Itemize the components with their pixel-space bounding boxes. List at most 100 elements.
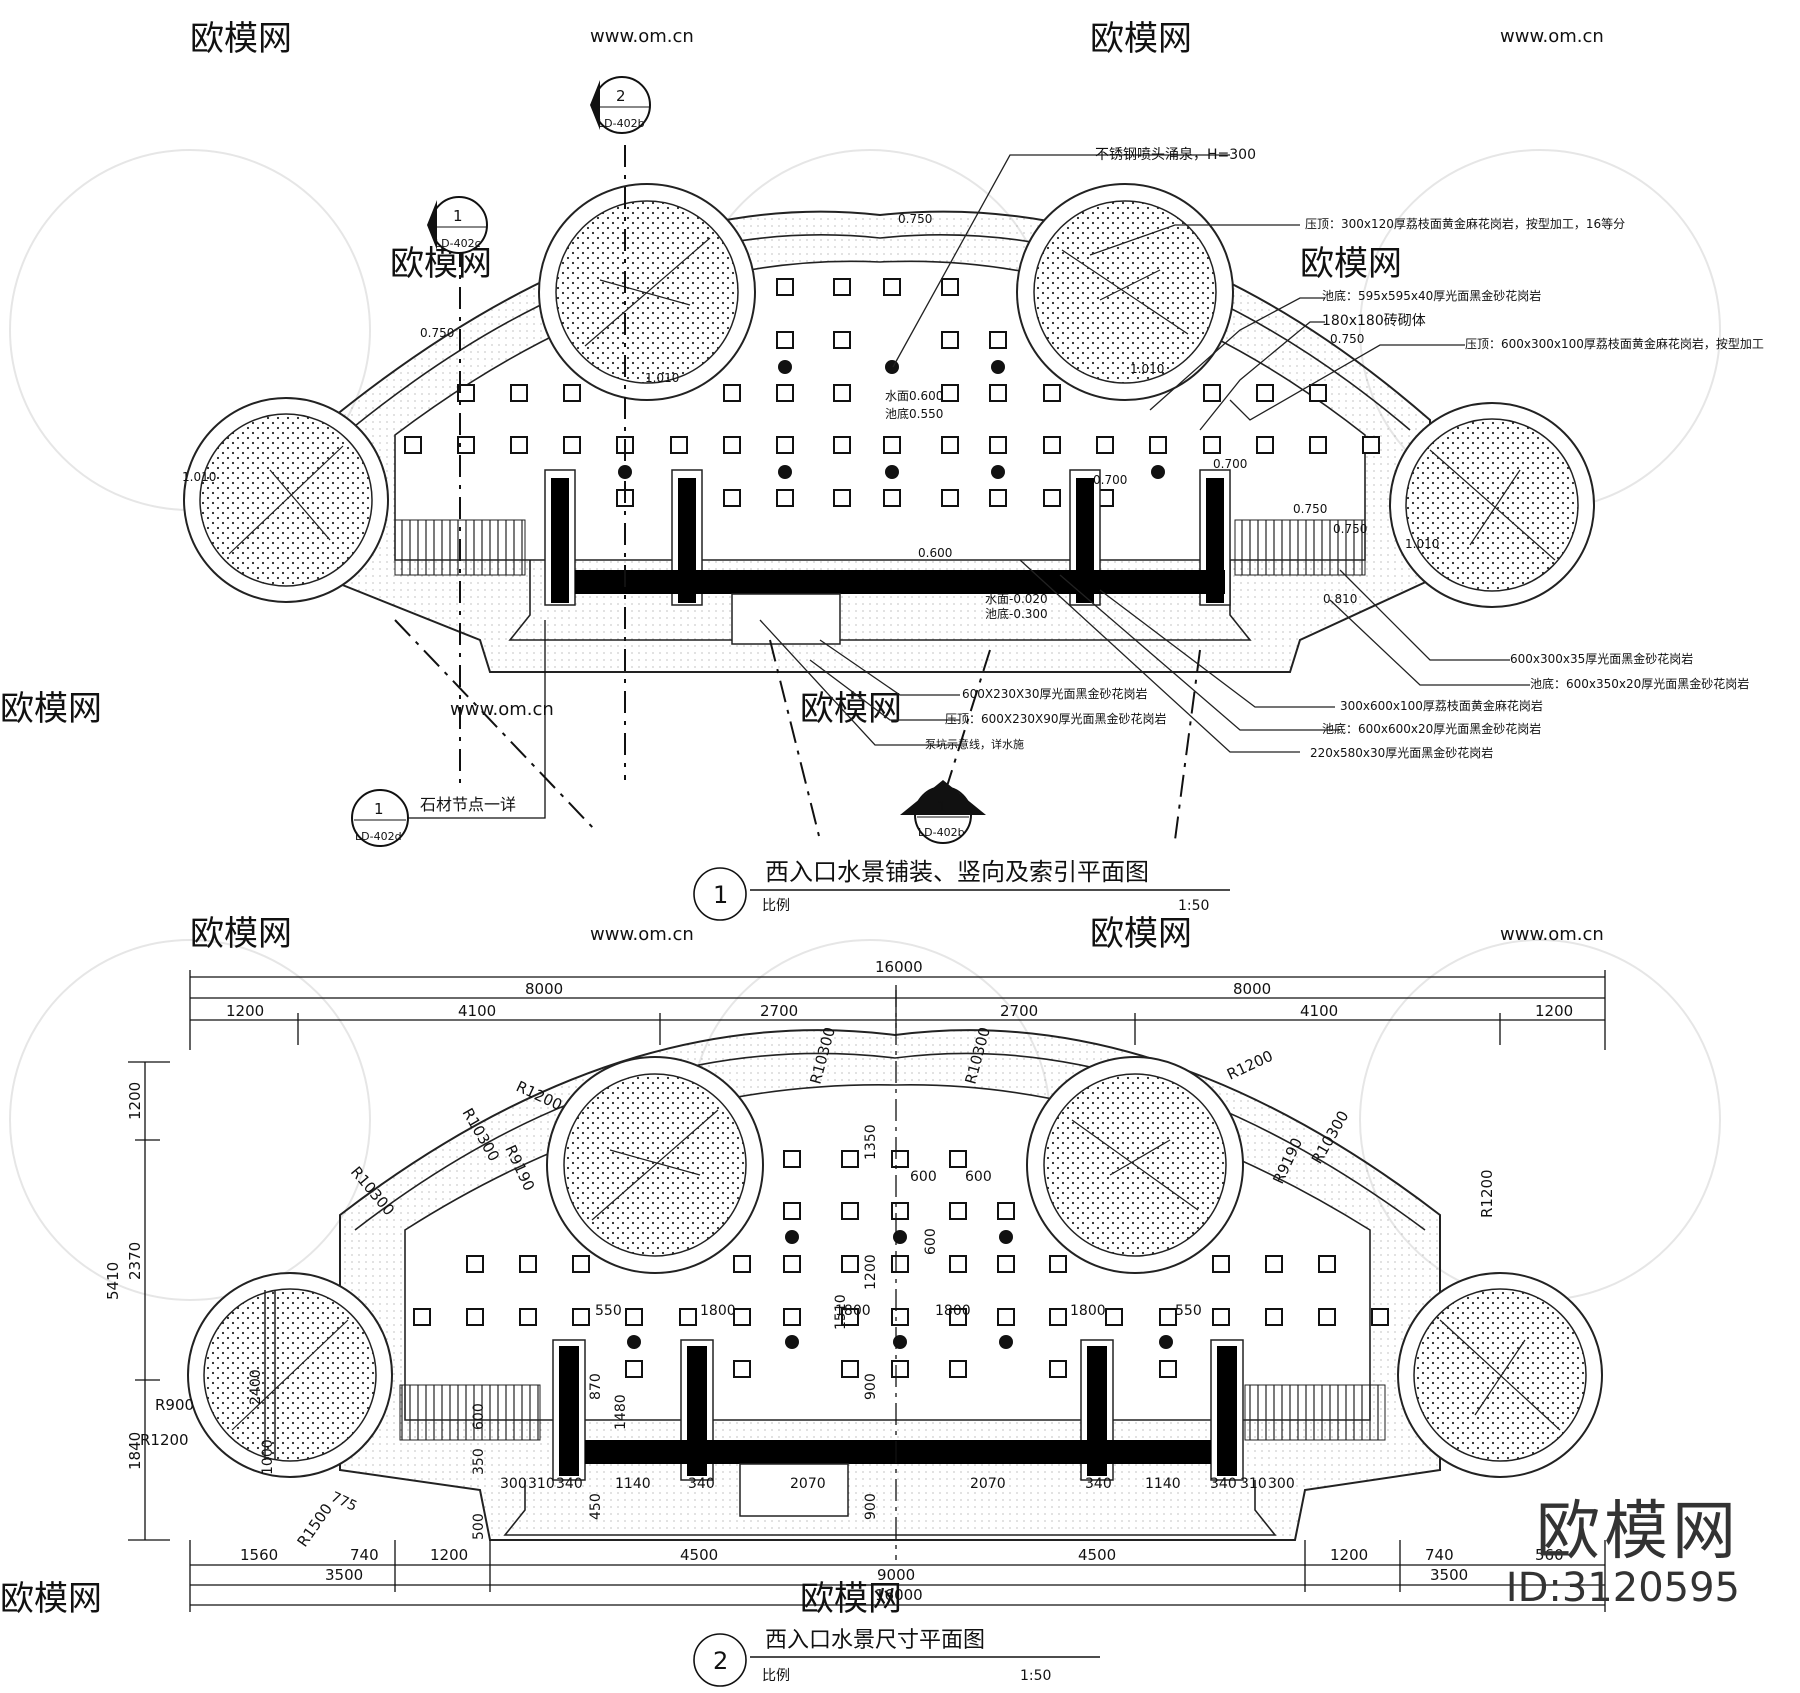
index-symbol-1-ldc: 1 LD-402c: [427, 196, 488, 254]
planter-top-mid-left: [538, 183, 756, 401]
stone-node-note: 石材节点一详: [420, 795, 516, 814]
top-scale-label: 比例: [762, 898, 790, 914]
svg-text:0.700: 0.700: [1213, 457, 1247, 471]
svg-text:R1200: R1200: [1478, 1169, 1496, 1218]
svg-text:1.010: 1.010: [182, 470, 216, 484]
bottom-dimension-lines: [128, 970, 1606, 1612]
bottom-title-block: 2 西入口水景尺寸平面图 比例 1:50: [693, 1628, 1100, 1687]
svg-text:550: 550: [1175, 1303, 1202, 1319]
bottom-dims-top: 16000 8000 8000 1200 4100 2700 2700 4100…: [226, 958, 1573, 1020]
watermark-brand: 欧模网: [0, 1579, 102, 1619]
bottom-dims-bottom: 1560 740 1200 4500 4500 1200 740 560 350…: [240, 1546, 1564, 1604]
svg-text:池底：600x350x20厚光面黑金砂花岗岩: 池底：600x350x20厚光面黑金砂花岗岩: [1530, 676, 1749, 691]
bottom-scale-value: 1:50: [1020, 1668, 1051, 1684]
svg-text:压顶：600X230X90厚光面黑金砂花岗岩: 压顶：600X230X90厚光面黑金砂花岗岩: [945, 711, 1167, 726]
svg-text:1840: 1840: [126, 1432, 144, 1470]
svg-text:340: 340: [688, 1476, 715, 1492]
svg-text:0.700: 0.700: [1093, 473, 1127, 487]
planter-bottom-right: [1397, 1272, 1603, 1478]
svg-text:900: 900: [863, 1373, 879, 1400]
top-elevation-labels: 0.750 0.750 0.750 1.010 1.010 1.010 1.01…: [182, 212, 1439, 621]
svg-text:8000: 8000: [525, 980, 563, 998]
svg-text:LD-402b: LD-402b: [918, 826, 965, 839]
watermark-domain: www.om.cn: [590, 26, 694, 47]
svg-text:1800: 1800: [1070, 1303, 1106, 1319]
svg-text:1200: 1200: [1535, 1002, 1573, 1020]
watermark-brand: 欧模网: [1090, 19, 1192, 59]
svg-text:0.600: 0.600: [918, 546, 952, 560]
svg-text:0.810: 0.810: [1323, 592, 1357, 606]
bottom-scale-label: 比例: [762, 1668, 790, 1684]
svg-text:池底：595x595x40厚光面黑金砂花岗岩: 池底：595x595x40厚光面黑金砂花岗岩: [1322, 288, 1541, 303]
watermark-domain: www.om.cn: [450, 699, 554, 720]
svg-text:1: 1: [453, 207, 463, 225]
watermark-brand-group: 欧模网 欧模网 欧模网 欧模网 欧模网 欧模网 欧模网 欧模网 欧模网 欧模网: [0, 19, 1402, 1619]
index-symbol-2-ldb: 2 LD-402b: [590, 76, 651, 134]
svg-text:1560: 1560: [240, 1546, 278, 1564]
svg-text:1510: 1510: [833, 1294, 849, 1330]
svg-text:340: 340: [1085, 1476, 1112, 1492]
svg-text:300x600x100厚荔枝面黄金麻花岗岩: 300x600x100厚荔枝面黄金麻花岗岩: [1340, 698, 1543, 713]
svg-text:1.010: 1.010: [1130, 362, 1164, 376]
svg-text:2070: 2070: [790, 1476, 826, 1492]
svg-text:3500: 3500: [325, 1566, 363, 1584]
svg-text:1200: 1200: [863, 1254, 879, 1290]
svg-text:9000: 9000: [877, 1566, 915, 1584]
top-step-platform: [508, 560, 1252, 641]
bottom-weir-walls: [552, 1339, 1244, 1517]
svg-text:310: 310: [528, 1476, 555, 1492]
svg-text:220x580x30厚光面黑金砂花岗岩: 220x580x30厚光面黑金砂花岗岩: [1310, 745, 1493, 760]
top-grating-right: [1234, 519, 1366, 576]
svg-text:水面-0.020: 水面-0.020: [985, 592, 1048, 606]
svg-text:3500: 3500: [1430, 1566, 1468, 1584]
bottom-dims-left: 5410 1200 2370 1840: [104, 1082, 144, 1470]
svg-text:1: 1: [937, 798, 947, 816]
svg-text:0.750: 0.750: [898, 212, 932, 226]
watermark-layer: 欧模网 欧模网 欧模网 欧模网 欧模网 欧模网 欧模网 欧模网 欧模网 欧模网 …: [0, 19, 1721, 1619]
svg-text:泵坑示意线，详水施: 泵坑示意线，详水施: [925, 737, 1024, 751]
svg-text:600: 600: [923, 1228, 939, 1255]
svg-text:560: 560: [1535, 1546, 1564, 1564]
brand-name: 欧模网: [1536, 1495, 1740, 1569]
svg-text:1000: 1000: [260, 1439, 276, 1475]
svg-text:池底-0.300: 池底-0.300: [985, 606, 1048, 621]
planter-bottom-mid-right: [1026, 1056, 1244, 1274]
tile-row-3: [466, 1255, 1336, 1273]
svg-text:300: 300: [1268, 1476, 1295, 1492]
svg-text:1800: 1800: [835, 1303, 871, 1319]
brand-watermark: 欧模网 ID:3120595: [1506, 1500, 1740, 1612]
tile-row-1: [783, 1150, 967, 1168]
tile-row-5: [616, 489, 1114, 507]
planter-top-mid-right: [1016, 183, 1234, 401]
svg-text:2700: 2700: [1000, 1002, 1038, 1020]
bottom-fountain-jets: [627, 1230, 1173, 1349]
svg-text:2370: 2370: [126, 1242, 144, 1280]
tile-row-5: [625, 1360, 1177, 1378]
top-title-block: 1 西入口水景铺装、竖向及索引平面图 比例 1:50: [693, 858, 1230, 921]
bottom-inner-dims: 600 600 600 1350 1200 1510 900 900 550 1…: [248, 1124, 1295, 1540]
watermark-brand: 欧模网: [190, 19, 292, 59]
bottom-plan-number: 2: [713, 1647, 728, 1675]
top-planters: [183, 183, 1595, 608]
svg-text:R1200: R1200: [140, 1431, 189, 1449]
top-fountain-jets: [618, 360, 1165, 479]
svg-text:180x180砖砌体: 180x180砖砌体: [1322, 313, 1426, 329]
tile-row-4: [413, 1308, 1389, 1326]
svg-text:1480: 1480: [613, 1394, 629, 1430]
svg-text:0.750: 0.750: [1333, 522, 1367, 536]
tile-row-2: [776, 331, 1007, 349]
top-plan-title: 西入口水景铺装、竖向及索引平面图: [765, 858, 1149, 886]
svg-text:1800: 1800: [700, 1303, 736, 1319]
svg-text:16000: 16000: [875, 1586, 923, 1604]
svg-text:550: 550: [595, 1303, 622, 1319]
planter-top-left: [183, 397, 389, 603]
bottom-coping-band: [354, 1052, 1426, 1231]
svg-text:LD-402d: LD-402d: [355, 830, 402, 843]
svg-text:压顶：600x300x100厚荔枝面黄金麻花岗岩，按型加工: 压顶：600x300x100厚荔枝面黄金麻花岗岩，按型加工: [1465, 336, 1764, 351]
svg-text:600: 600: [910, 1169, 937, 1185]
svg-text:870: 870: [588, 1373, 604, 1400]
svg-text:压顶：300x120厚荔枝面黄金麻花岗岩，按型加工，16等分: 压顶：300x120厚荔枝面黄金麻花岗岩，按型加工，16等分: [1305, 216, 1625, 231]
bottom-grating-left: [399, 1384, 541, 1441]
svg-text:600x300x35厚光面黑金砂花岗岩: 600x300x35厚光面黑金砂花岗岩: [1510, 651, 1693, 666]
